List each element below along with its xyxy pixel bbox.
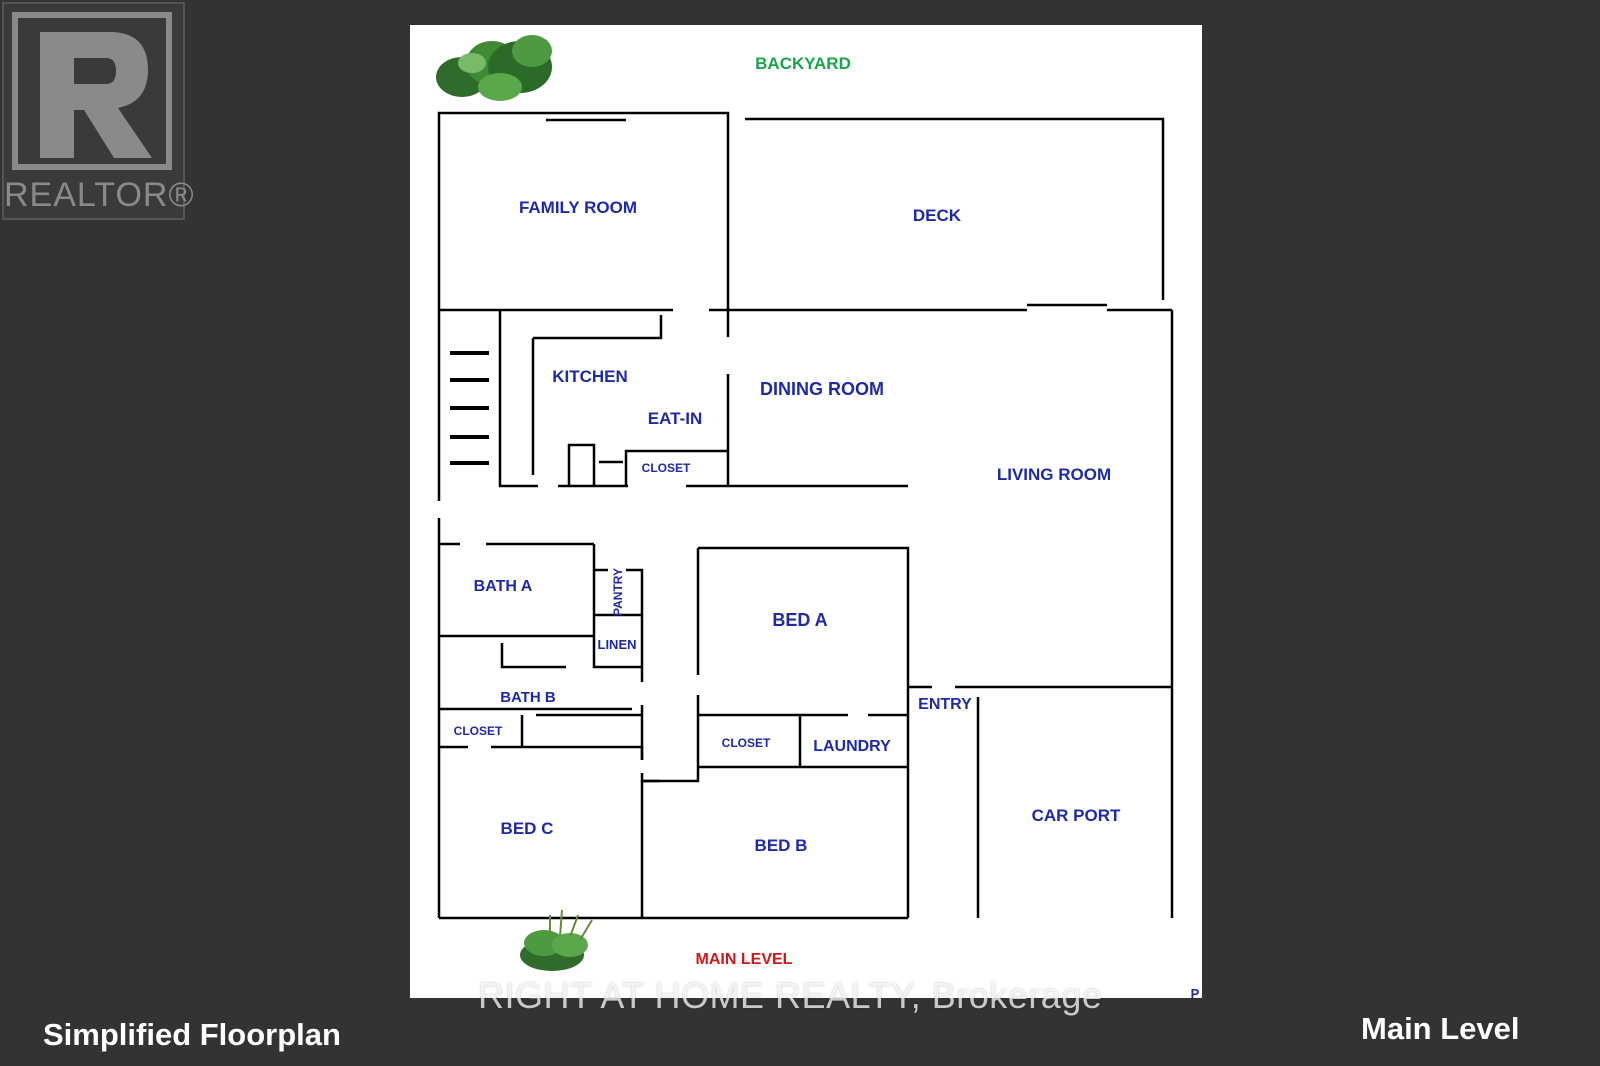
bed-b-label: BED B — [755, 836, 808, 855]
kitchen-closet-label: CLOSET — [642, 461, 691, 475]
pantry-label: PANTRY — [611, 568, 625, 616]
car-port-label: CAR PORT — [1032, 806, 1121, 825]
deck-label: DECK — [913, 206, 962, 225]
bath-a-label: BATH A — [474, 578, 533, 595]
laundry-label: LAUNDRY — [813, 738, 891, 755]
eat-in-label: EAT-IN — [648, 409, 702, 428]
main-level-plan-label: MAIN LEVEL — [696, 951, 793, 968]
dining-room-label: DINING ROOM — [760, 379, 884, 399]
bath-b-closet-label: CLOSET — [454, 724, 503, 738]
corner-fragment-label: P — [1191, 986, 1200, 998]
bed-c-label: BED C — [501, 819, 554, 838]
entry-label: ENTRY — [918, 696, 972, 713]
bath-b-label: BATH B — [500, 689, 556, 706]
realtor-logo: REALTOR® — [2, 2, 195, 220]
kitchen-label: KITCHEN — [552, 367, 628, 386]
bed-a-label: BED A — [772, 610, 827, 630]
linen-label: LINEN — [598, 637, 637, 652]
shrub-icon — [520, 909, 593, 971]
shrub-icon — [436, 35, 552, 101]
r-letter-icon — [40, 32, 152, 158]
realtor-wordmark: REALTOR® — [4, 176, 195, 214]
floorplan-diagram: BACKYARD FAMILY ROOM DECK KITCHEN EAT-IN… — [436, 35, 1200, 998]
main-level-caption: Main Level — [1361, 1011, 1520, 1046]
brokerage-watermark: RIGHT AT HOME REALTY, Brokerage — [478, 975, 1103, 1016]
floorplan-sheet — [410, 25, 1202, 998]
realtor-r-mark — [12, 12, 172, 170]
walls — [437, 111, 1174, 920]
bed-b-closet-label: CLOSET — [722, 736, 771, 750]
family-room-label: FAMILY ROOM — [519, 198, 637, 217]
backyard-label: BACKYARD — [755, 54, 851, 73]
living-room-label: LIVING ROOM — [997, 465, 1111, 484]
simplified-floorplan-caption: Simplified Floorplan — [43, 1017, 341, 1052]
